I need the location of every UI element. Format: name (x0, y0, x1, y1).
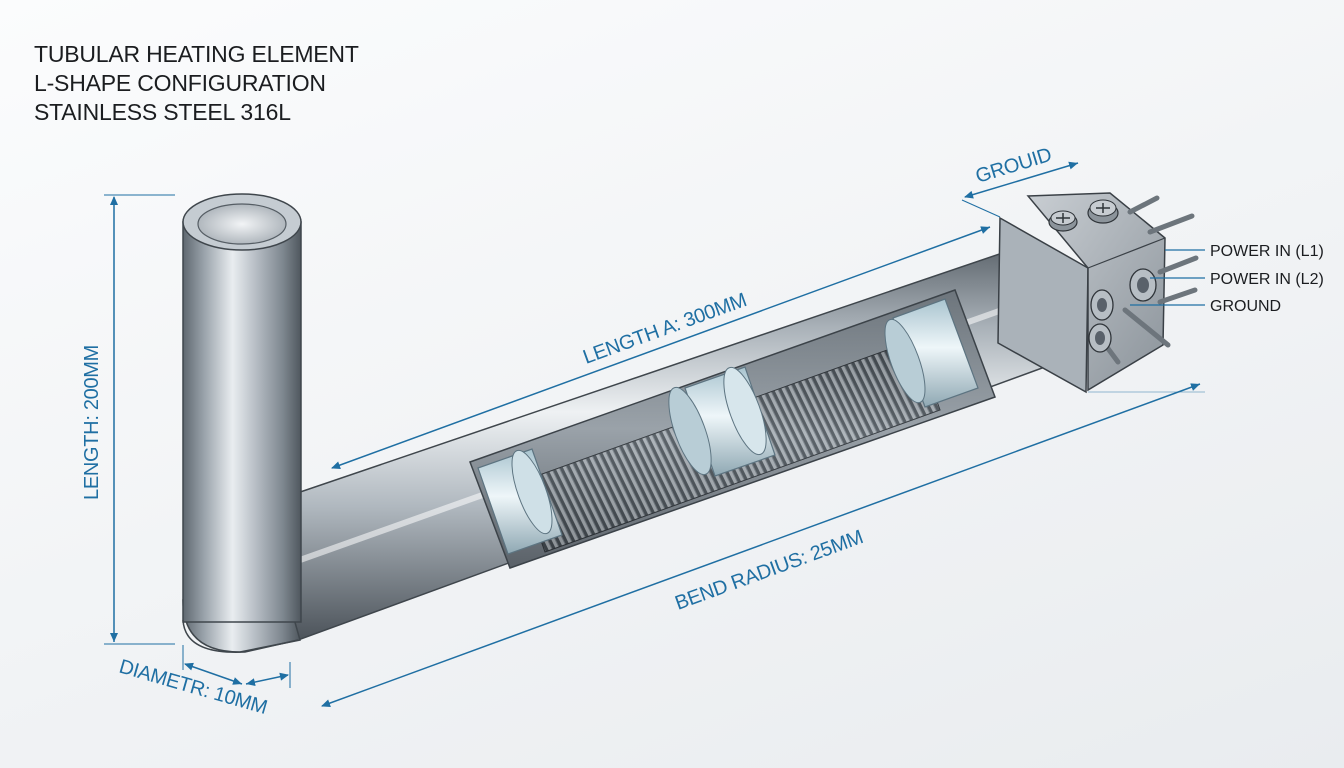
terminal-port-ground (1090, 289, 1114, 321)
dimension-label-ground-top: GROUID (973, 144, 1054, 188)
title-line-3: STAINLESS STEEL 316L (34, 99, 291, 125)
title-line-2: L-SHAPE CONFIGURATION (34, 70, 326, 96)
terminal-box (997, 192, 1199, 394)
callout-leaders (1130, 249, 1205, 306)
callout-power-l1: POWER IN (L1) (1210, 243, 1324, 260)
top-screw-right-icon (1087, 199, 1119, 224)
dimension-label-diameter: DIAMETR: 10MM (117, 656, 270, 719)
dimension-vertical-length: LENGTH: 200MM (81, 194, 175, 645)
title-line-1: TUBULAR HEATING ELEMENT (34, 41, 359, 67)
callout-power-l2: POWER IN (L2) (1210, 271, 1324, 288)
vertical-tube (182, 193, 302, 653)
title-block: TUBULAR HEATING ELEMENT L-SHAPE CONFIGUR… (34, 40, 359, 127)
dimension-diameter: DIAMETR: 10MM (117, 645, 291, 719)
top-screw-left-icon (1048, 210, 1078, 232)
dimension-label-bend-radius: BEND RADIUS: 25MM (672, 526, 866, 614)
dimension-label-length-vertical: LENGTH: 200MM (81, 345, 103, 500)
terminal-port-bottom (1088, 323, 1112, 353)
terminal-port-l1 (1129, 268, 1157, 302)
callout-ground: GROUND (1210, 298, 1281, 315)
